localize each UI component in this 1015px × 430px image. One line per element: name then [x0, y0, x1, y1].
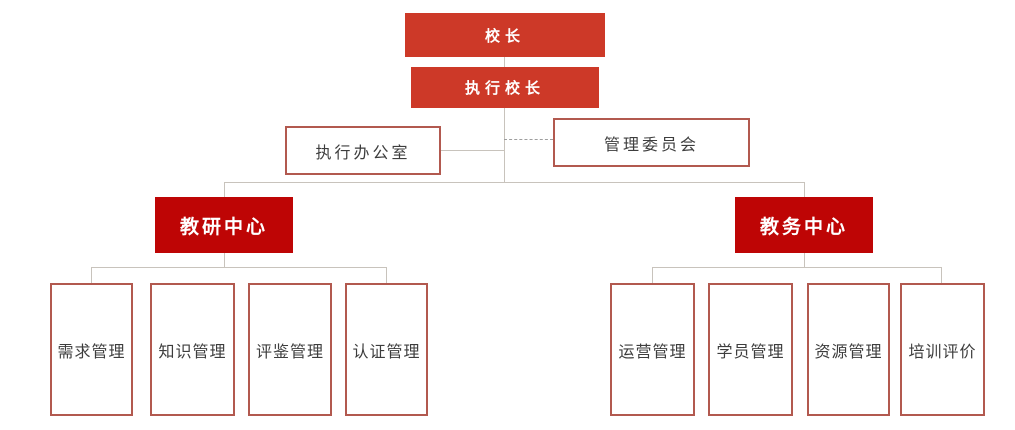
- node-management-committee: 管理委员会: [553, 118, 750, 167]
- connector-research-rail: [91, 267, 387, 268]
- node-evaluation-management-label: 评鉴管理: [255, 343, 324, 361]
- connector-centers-rail: [224, 182, 804, 183]
- connector-drop-research-first: [91, 267, 92, 283]
- node-evaluation-management: 评鉴管理: [248, 283, 332, 416]
- connector-committee-dashed-link: [504, 139, 553, 140]
- node-certification-management: 认证管理: [345, 283, 428, 416]
- connector-executive-trunk: [504, 108, 505, 182]
- node-research-center: 教研中心: [155, 197, 293, 253]
- node-resource-management-label: 资源管理: [814, 343, 883, 361]
- connector-drop-research-last: [386, 267, 387, 283]
- node-principal-label: 校长: [484, 28, 525, 45]
- connector-drop-academic-first: [652, 267, 653, 283]
- node-knowledge-management-label: 知识管理: [158, 343, 227, 361]
- node-executive-office-label: 执行办公室: [315, 144, 411, 162]
- node-academic-center: 教务中心: [735, 197, 873, 253]
- connector-root-to-executive: [504, 57, 505, 67]
- node-certification-management-label: 认证管理: [352, 343, 421, 361]
- connector-academic-rail: [652, 267, 941, 268]
- node-principal: 校长: [405, 13, 605, 57]
- connector-drop-research-center: [224, 182, 225, 197]
- node-student-management: 学员管理: [708, 283, 793, 416]
- connector-drop-academic-last: [941, 267, 942, 283]
- node-management-committee-label: 管理委员会: [603, 136, 699, 154]
- node-knowledge-management: 知识管理: [150, 283, 235, 416]
- node-executive-office: 执行办公室: [285, 126, 441, 175]
- node-training-evaluation: 培训评价: [900, 283, 985, 416]
- node-academic-center-label: 教务中心: [759, 216, 848, 238]
- node-operations-management: 运营管理: [610, 283, 695, 416]
- node-demand-management-label: 需求管理: [57, 343, 126, 361]
- node-research-center-label: 教研中心: [179, 216, 268, 238]
- connector-academic-stem: [804, 253, 805, 267]
- node-training-evaluation-label: 培训评价: [908, 343, 977, 361]
- connector-drop-academic-center: [804, 182, 805, 197]
- node-resource-management: 资源管理: [807, 283, 890, 416]
- node-executive-principal: 执行校长: [411, 67, 599, 108]
- node-student-management-label: 学员管理: [716, 343, 785, 361]
- node-executive-principal-label: 执行校长: [464, 81, 545, 97]
- node-operations-management-label: 运营管理: [618, 343, 687, 361]
- connector-research-stem: [224, 253, 225, 267]
- node-demand-management: 需求管理: [50, 283, 133, 416]
- connector-office-link: [441, 150, 504, 151]
